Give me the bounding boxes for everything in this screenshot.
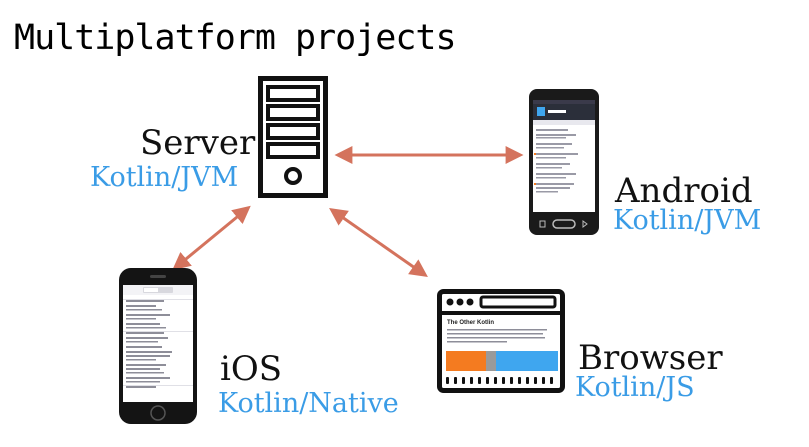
server-icon [258,76,328,198]
ios-tech: Kotlin/Native [218,388,399,419]
browser-screen-heading: The Other Kotlin [447,320,494,326]
page-title: Multiplatform projects [14,18,457,58]
iphone-icon [119,268,197,424]
browser-label: Browser [578,338,723,378]
ios-label: iOS [220,349,283,389]
browser-window-icon [437,289,565,393]
android-phone-icon [529,89,599,235]
server-label: Server [140,123,256,163]
server-tech: Kotlin/JVM [90,162,239,193]
android-tech: Kotlin/JVM [613,205,762,236]
android-label: Android [615,171,753,211]
arrow-server-browser [329,207,428,278]
arrow-server-ios [172,205,251,271]
browser-tech: Kotlin/JS [575,372,695,403]
